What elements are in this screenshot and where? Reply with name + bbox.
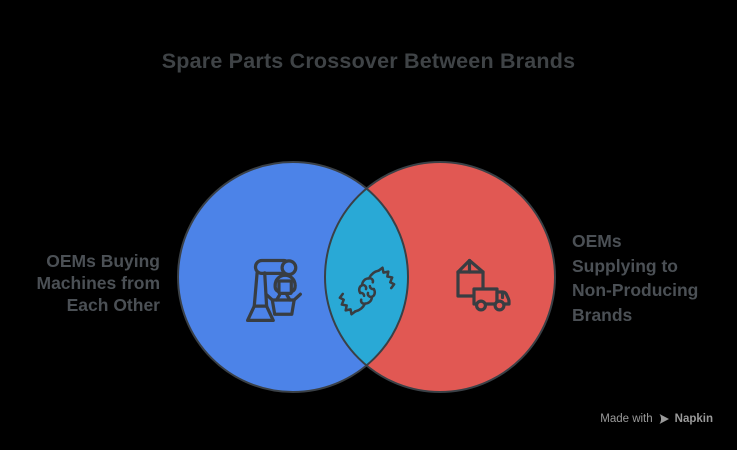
delivery-truck-icon [456, 258, 511, 312]
watermark-prefix: Made with [600, 413, 653, 425]
robot-arm-icon [245, 258, 302, 323]
left-circle-outline [177, 161, 409, 393]
overlap-region [325, 162, 408, 392]
napkin-logo-icon [659, 414, 669, 424]
napkin-watermark[interactable]: Made with Napkin [600, 413, 713, 425]
right-circle-outline [324, 161, 556, 393]
watermark-brand: Napkin [674, 413, 713, 425]
left-circle-label: OEMs Buying Machines from Each Other [36, 251, 161, 316]
right-circle-label: OEMs Supplying to Non-Producing Brands [572, 231, 699, 325]
handshake-icon [338, 266, 396, 316]
diagram-title: Spare Parts Crossover Between Brands [161, 49, 576, 73]
